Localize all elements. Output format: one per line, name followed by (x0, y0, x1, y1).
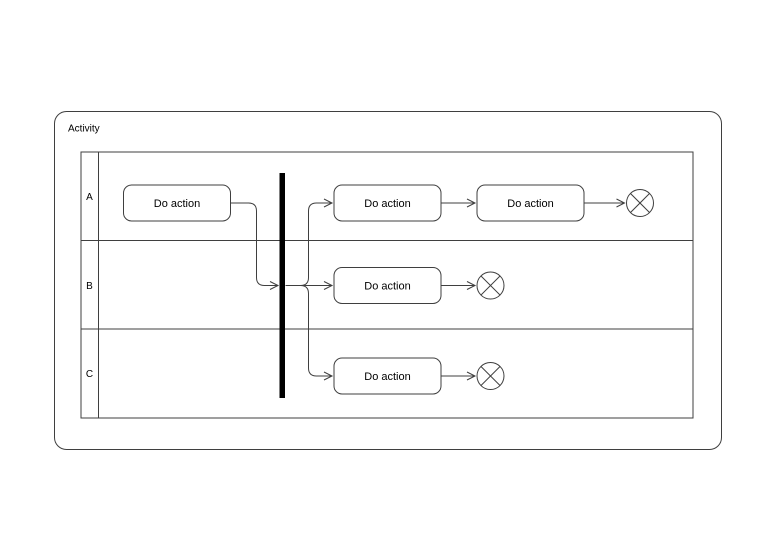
edge-fork-to-c1 (285, 285, 334, 381)
action-node-a1-rect[interactable] (123, 184, 231, 222)
edge-fork-to-a2 (285, 198, 334, 286)
action-node-a2[interactable]: Do action (333, 184, 442, 222)
flow-final-a-x2 (630, 193, 650, 213)
edges (230, 198, 626, 381)
swimlane-table-border (80, 151, 694, 419)
fork-join-bar[interactable] (279, 173, 286, 398)
activity-frame[interactable] (54, 111, 722, 450)
action-node-a1[interactable]: Do action (123, 184, 231, 222)
action-node-b1[interactable]: Do action (333, 267, 442, 304)
flow-final-node-b[interactable] (476, 271, 505, 300)
action-node-b1-rect[interactable] (333, 267, 442, 304)
action-node-c1-label: Do action (364, 371, 410, 383)
edge-a1-to-fork (230, 202, 280, 290)
action-node-a2-label: Do action (364, 198, 410, 210)
action-node-a3-label: Do action (507, 198, 553, 210)
action-node-a3[interactable]: Do action (476, 184, 585, 222)
swimlane-table: A B C (80, 151, 694, 419)
action-node-a1-label: Do action (154, 198, 200, 210)
flow-final-node-a[interactable] (626, 189, 654, 217)
lane-label-c: C (86, 369, 93, 380)
action-node-c1[interactable]: Do action (333, 357, 442, 395)
action-node-b1-label: Do action (364, 281, 410, 293)
action-node-c1-rect[interactable] (333, 357, 442, 395)
lane-label-b: B (86, 281, 93, 292)
action-node-a2-rect[interactable] (333, 184, 442, 222)
action-node-a3-rect[interactable] (476, 184, 585, 222)
flow-final-c-x2 (480, 366, 501, 386)
lane-label-a: A (86, 192, 93, 203)
flow-final-b-x2 (480, 275, 501, 296)
activity-title: Activity (68, 124, 100, 135)
flow-final-node-c[interactable] (476, 362, 505, 390)
